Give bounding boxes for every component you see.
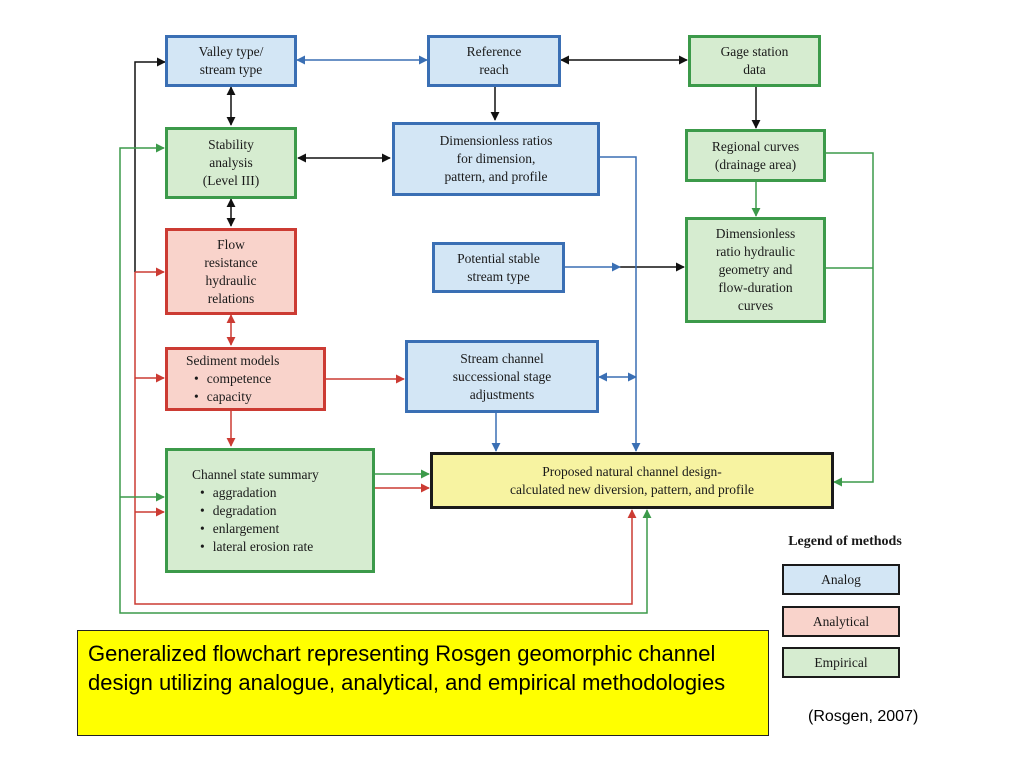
regional-line-1: Regional curves xyxy=(711,138,800,154)
valley-type-line-2: stream type xyxy=(199,62,263,77)
valley-type-box: Valley type/ stream type xyxy=(165,35,297,87)
sediment-item: capacity xyxy=(186,388,252,406)
dimensionless-line-2: for dimension, xyxy=(456,151,536,166)
valley-type-line-1: Valley type/ xyxy=(198,44,264,59)
legend-analytical: Analytical xyxy=(782,606,900,637)
flow-line-1: Flow xyxy=(217,236,245,252)
hydraulic-line-1: Dimensionless xyxy=(715,226,796,241)
regional-line-2: (drainage area) xyxy=(714,156,797,172)
successional-line-3: adjustments xyxy=(469,386,535,402)
connector-regional-proposed xyxy=(826,152,874,487)
successional-line-1: Stream channel xyxy=(460,350,544,366)
proposed-line-2: calculated new diversion, pattern, and p… xyxy=(509,481,755,497)
flow-line-4: relations xyxy=(207,290,255,306)
stability-line-2: analysis xyxy=(209,155,253,170)
gage-station-line-2: data xyxy=(743,62,766,77)
dimensionless-line-3: pattern, and profile xyxy=(444,169,548,184)
stability-line-3: (Level III) xyxy=(202,173,260,188)
channel-state-item: enlargement xyxy=(192,520,279,538)
dimensionless-ratios-box: Dimensionless ratios for dimension, patt… xyxy=(392,122,600,196)
hydraulic-line-3: geometry and xyxy=(718,262,793,277)
dimensionless-line-1: Dimensionless ratios xyxy=(439,133,553,148)
hydraulic-line-4: flow-duration xyxy=(718,280,793,295)
flow-line-3: hydraulic xyxy=(205,272,257,288)
stability-line-1: Stability xyxy=(208,137,254,152)
citation: (Rosgen, 2007) xyxy=(808,708,919,725)
channel-state-item: aggradation xyxy=(192,484,277,502)
potential-line-2: stream type xyxy=(467,268,530,284)
figure-caption: Generalized flowchart representing Rosge… xyxy=(77,630,769,736)
channel-state-title: Channel state summary xyxy=(192,466,319,482)
potential-line-1: Potential stable xyxy=(457,250,540,266)
connector-red-loop xyxy=(134,272,637,605)
connector-green-loop xyxy=(119,143,652,614)
connector-left-rail xyxy=(134,57,166,272)
hydraulic-line-5: curves xyxy=(737,298,774,313)
legend-analog: Analog xyxy=(782,564,900,595)
legend-title: Legend of methods xyxy=(788,534,902,549)
flow-line-2: resistance xyxy=(204,254,258,270)
successional-line-2: successional stage xyxy=(452,368,552,384)
proposed-design-box: Proposed natural channel design- calcula… xyxy=(430,452,834,509)
reference-reach-line-1: Reference xyxy=(466,44,522,59)
gage-station-line-1: Gage station xyxy=(720,44,789,59)
reference-reach-box: Reference reach xyxy=(427,35,561,87)
channel-state-summary-box: Channel state summary aggradation degrad… xyxy=(165,448,375,573)
gage-station-box: Gage station data xyxy=(688,35,821,87)
sediment-models-box: Sediment models competence capacity xyxy=(165,347,326,411)
proposed-line-1: Proposed natural channel design- xyxy=(542,463,722,479)
legend-empirical: Empirical xyxy=(782,647,900,678)
flow-resistance-box: Flow resistance hydraulic relations xyxy=(165,228,297,315)
connector-dimensionless-proposed xyxy=(600,156,641,452)
sediment-title: Sediment models xyxy=(186,353,280,368)
reference-reach-line-2: reach xyxy=(479,62,509,77)
stability-analysis-box: Stability analysis (Level III) xyxy=(165,127,297,199)
channel-state-item: lateral erosion rate xyxy=(192,538,313,556)
sediment-item: competence xyxy=(186,370,271,388)
potential-stable-box: Potential stable stream type xyxy=(432,242,565,293)
dimensionless-hydraulic-box: Dimensionless ratio hydraulic geometry a… xyxy=(685,217,826,323)
channel-state-item: degradation xyxy=(192,502,277,520)
successional-stage-box: Stream channel successional stage adjust… xyxy=(405,340,599,413)
hydraulic-line-2: ratio hydraulic xyxy=(715,244,796,259)
regional-curves-box: Regional curves (drainage area) xyxy=(685,129,826,182)
